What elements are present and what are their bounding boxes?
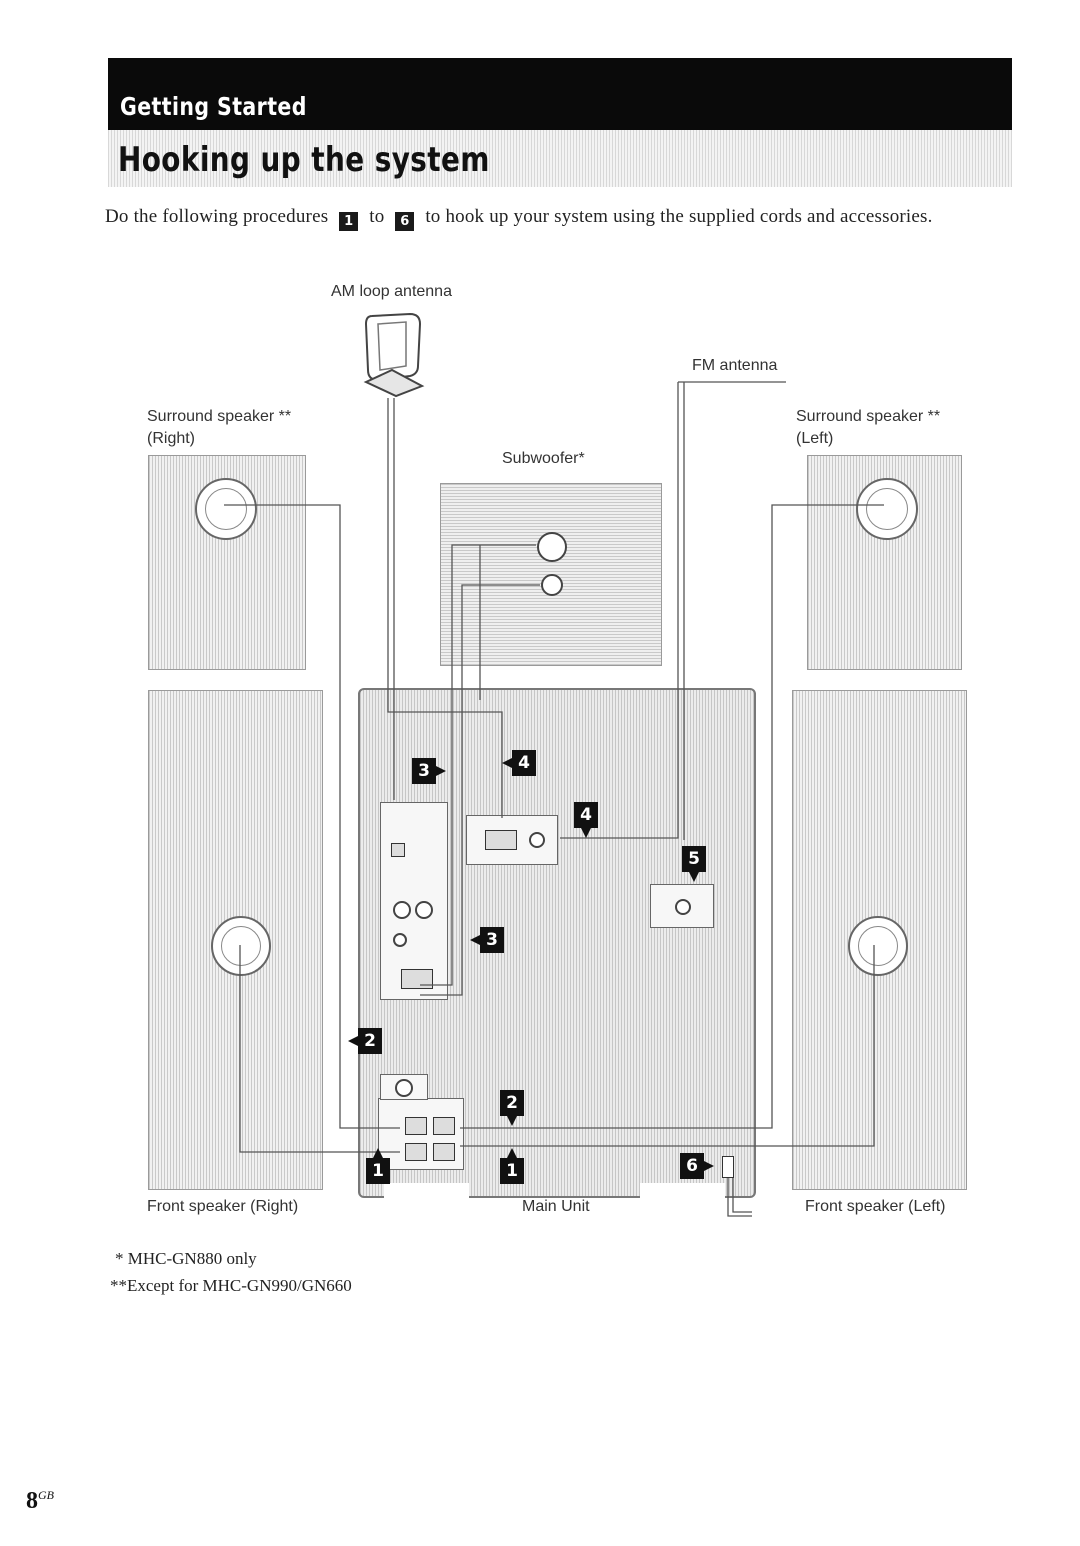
intro-after: to hook up your system using the supplie… <box>425 206 933 227</box>
terminal-block <box>380 1074 428 1100</box>
step-4-callout: 4 <box>502 750 536 776</box>
page-number-value: 8 <box>26 1488 38 1514</box>
step-2-callout: 2 <box>500 1090 524 1126</box>
terminal-icon <box>405 1143 427 1161</box>
main-unit-foot-right <box>640 1183 725 1203</box>
speaker-cone-icon <box>848 916 908 976</box>
intro-text: Do the following procedures 1 to 6 to ho… <box>105 206 1025 231</box>
surround-speaker-left <box>807 455 962 670</box>
page-title: Hooking up the system <box>118 140 490 180</box>
front-left-label: Front speaker (Left) <box>805 1198 946 1215</box>
subwoofer-label: Subwoofer* <box>502 450 585 467</box>
jack-icon <box>393 933 407 947</box>
page-number: 8GB <box>26 1488 54 1515</box>
section-label: Getting Started <box>120 92 307 121</box>
step-to-badge: 6 <box>395 212 415 231</box>
front-speaker-terminals <box>378 1098 464 1170</box>
speaker-cone-icon <box>856 478 918 540</box>
antenna-terminal-panel <box>466 815 558 865</box>
speaker-cone-icon <box>211 916 271 976</box>
surround-speaker-right <box>148 455 306 670</box>
am-terminal-icon <box>485 830 517 850</box>
intro-before: Do the following procedures <box>105 206 329 227</box>
surround-right-label: Surround speaker **(Right) <box>147 408 292 447</box>
speaker-terminal-panel <box>380 802 448 1000</box>
front-speaker-left <box>792 690 967 1190</box>
step-1-callout: 1 <box>500 1148 524 1184</box>
subwoofer-jack-icon <box>541 574 563 596</box>
footnote-2: **Except for MHC-GN990/GN660 <box>110 1276 352 1295</box>
power-plug-icon <box>722 1156 734 1178</box>
front-speaker-right <box>148 690 323 1190</box>
terminal-icon <box>391 843 405 857</box>
step-from-badge: 1 <box>339 212 359 231</box>
jack-icon <box>393 901 411 919</box>
subwoofer-box <box>440 483 662 666</box>
step-1-callout: 1 <box>366 1148 390 1184</box>
terminal-icon <box>401 969 433 989</box>
terminal-icon <box>433 1117 455 1135</box>
main-unit-label: Main Unit <box>522 1198 590 1215</box>
terminal-icon <box>433 1143 455 1161</box>
step-3-callout: 3 <box>470 927 504 953</box>
section-header-bar <box>108 58 1012 130</box>
subwoofer-jack-icon <box>537 532 567 562</box>
title-band <box>108 130 1012 187</box>
terminal-icon <box>405 1117 427 1135</box>
jack-icon <box>395 1079 413 1097</box>
step-3-callout: 3 <box>412 758 446 784</box>
am-antenna-label: AM loop antenna <box>331 283 452 300</box>
front-right-label: Front speaker (Right) <box>147 1198 299 1215</box>
intro-middle: to <box>369 206 385 227</box>
step-4-callout: 4 <box>574 802 598 838</box>
fm-jack-icon <box>529 832 545 848</box>
voltage-selector-panel <box>650 884 714 928</box>
step-5-callout: 5 <box>682 846 706 882</box>
selector-icon <box>675 899 691 915</box>
jack-icon <box>415 901 433 919</box>
page-number-suffix: GB <box>38 1488 54 1502</box>
footnote-1: * MHC-GN880 only <box>115 1249 257 1268</box>
fm-antenna-label: FM antenna <box>692 357 778 374</box>
am-loop-antenna-icon <box>363 312 425 398</box>
step-6-callout: 6 <box>680 1153 714 1179</box>
main-unit-foot-left <box>384 1183 469 1203</box>
surround-left-label: Surround speaker **(Left) <box>796 408 941 447</box>
step-2-callout: 2 <box>348 1028 382 1054</box>
speaker-cone-icon <box>195 478 257 540</box>
